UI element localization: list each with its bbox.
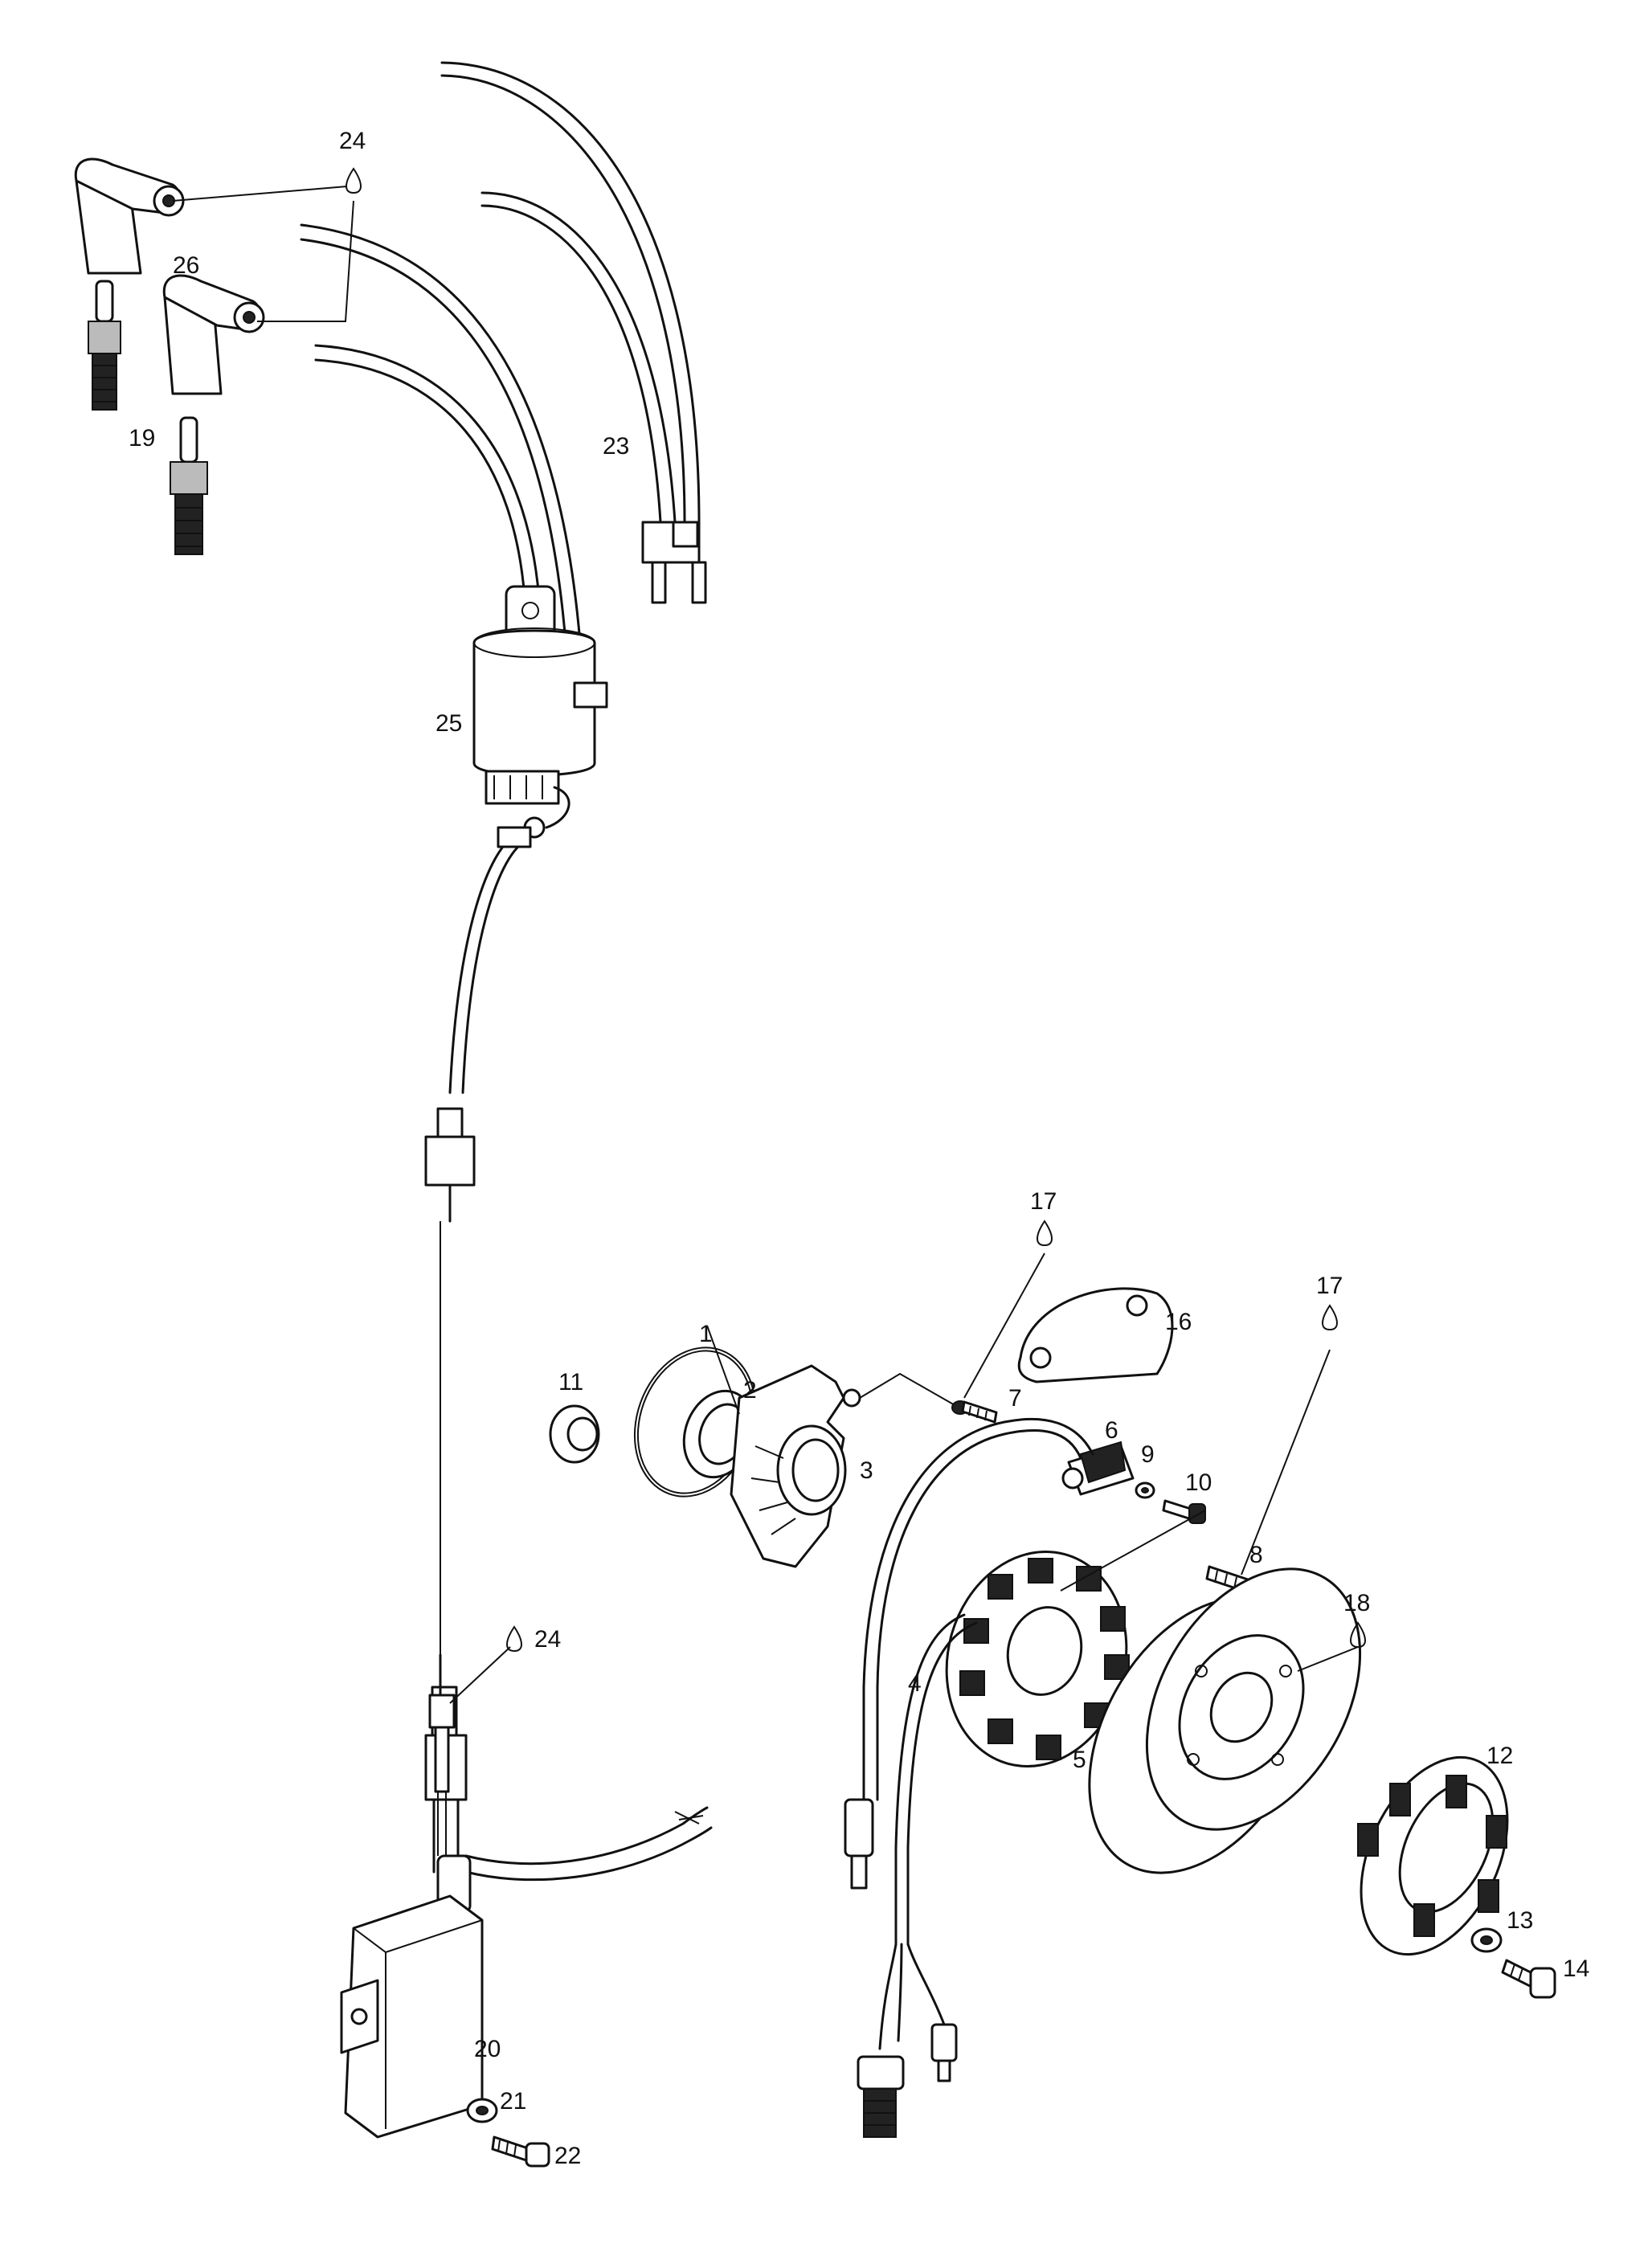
callout-23: 23	[603, 433, 629, 460]
cdi-unit	[340, 1686, 713, 2139]
screw-10	[1162, 1499, 1206, 1524]
callout-10: 10	[1185, 1469, 1212, 1496]
spark-plug-cap-lower	[162, 274, 265, 395]
callout-26: 26	[173, 252, 199, 279]
bolt-14	[1501, 1959, 1556, 1999]
ht-lead-3	[300, 223, 582, 644]
callout-11: 11	[558, 1369, 583, 1396]
callout-20: 20	[474, 2036, 501, 2062]
ht-lead-1	[440, 61, 701, 524]
callout-24-upper: 24	[339, 128, 366, 154]
lead-terminals	[641, 521, 707, 604]
spark-plug-upper	[88, 280, 121, 411]
callout-8: 8	[1249, 1542, 1263, 1568]
bolt-22	[491, 2135, 550, 2168]
cdi-connector	[428, 1653, 456, 1856]
callout-13: 13	[1507, 1907, 1533, 1934]
spark-plug-lower	[170, 416, 208, 555]
screw-7	[951, 1400, 998, 1424]
washer-21	[466, 2098, 498, 2123]
drop-symbol-17-right	[1322, 1304, 1338, 1331]
washer-9	[1135, 1481, 1155, 1499]
spark-plug-cap-upper	[74, 157, 185, 275]
callout-3: 3	[860, 1457, 873, 1484]
callout-24-lower: 24	[534, 1626, 561, 1653]
callout-5: 5	[1073, 1747, 1086, 1773]
callout-2: 2	[743, 1377, 757, 1404]
stator-plate-3	[730, 1364, 861, 1568]
callout-12: 12	[1486, 1743, 1513, 1769]
callout-25: 25	[435, 710, 462, 737]
callout-19: 19	[129, 425, 155, 452]
callout-21: 21	[500, 2088, 526, 2115]
ht-lead-2	[480, 191, 677, 524]
callout-6: 6	[1105, 1417, 1118, 1444]
ignition-coil	[472, 585, 608, 805]
callout-1: 1	[699, 1321, 713, 1347]
drop-symbol-17-left	[1037, 1220, 1053, 1247]
callout-16: 16	[1165, 1309, 1192, 1335]
callout-22: 22	[554, 2143, 581, 2169]
washer-13	[1470, 1927, 1503, 1953]
callout-4: 4	[908, 1670, 922, 1697]
callout-17-left: 17	[1030, 1188, 1057, 1215]
coil-wire	[424, 786, 570, 1687]
flywheel-5	[1088, 1567, 1362, 1874]
drop-symbol-24-upper	[346, 167, 362, 194]
stator-wiring	[844, 1613, 978, 2138]
pickup-coil-6	[862, 1417, 1135, 1689]
callout-18: 18	[1343, 1590, 1370, 1616]
callout-9: 9	[1141, 1441, 1155, 1468]
leader-lines	[172, 186, 1359, 1704]
callout-17-right: 17	[1316, 1273, 1343, 1299]
ht-lead-4	[314, 344, 542, 612]
grommet-11	[549, 1404, 600, 1464]
drop-symbol-24-lower	[506, 1625, 522, 1653]
pickup-cover-16	[1017, 1287, 1174, 1383]
callout-7: 7	[1008, 1385, 1022, 1412]
callout-14: 14	[1563, 1955, 1589, 1982]
starter-coupling-12	[1357, 1755, 1509, 1956]
